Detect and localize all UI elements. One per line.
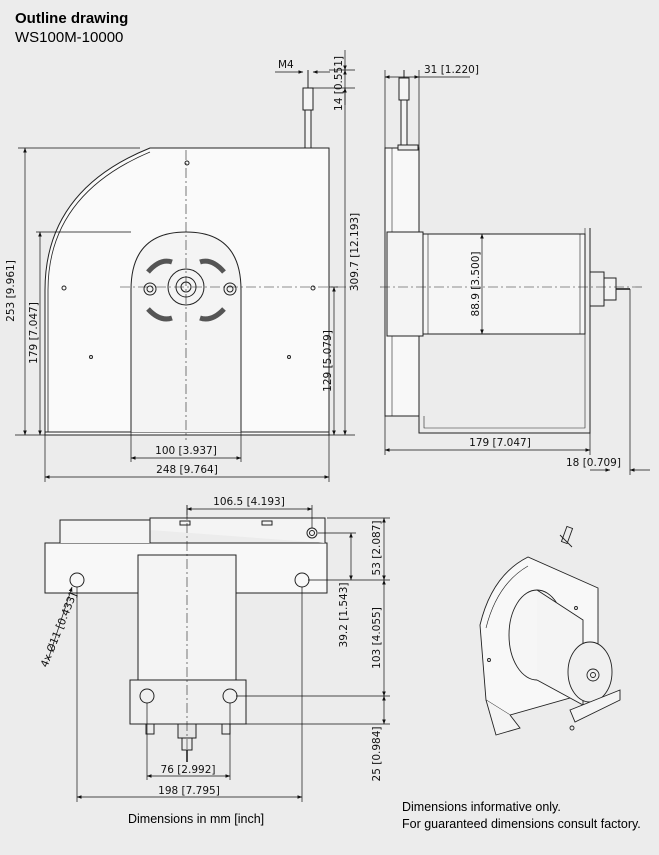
top-view [44, 505, 328, 762]
top-dimension-lines [47, 505, 390, 802]
dim-hole-diameter: 4x Ø11 [0.433] [39, 591, 80, 669]
dim-overall-height: 309.7 [12.193] [349, 213, 361, 291]
front-view [44, 70, 350, 440]
dim-overall-depth: 179 [7.047] [469, 437, 531, 449]
dim-foot-spacing: 76 [2.992] [161, 764, 216, 776]
dim-mount-spacing: 198 [7.795] [158, 785, 220, 797]
side-dimension-lines [384, 70, 650, 475]
dim-overall-width: 248 [9.764] [156, 464, 218, 476]
informative-note: Dimensions informative only. [402, 800, 561, 814]
dim-hole-offset: 106.5 [4.193] [213, 496, 285, 508]
dim-arc-height: 179 [7.047] [28, 302, 40, 364]
dim-plate-thickness: 31 [1.220] [424, 64, 479, 76]
dim-drum-diameter: 88.9 [3.500] [470, 252, 482, 317]
model-number: WS100M-10000 [15, 29, 124, 46]
dim-offset-25: 25 [0.984] [371, 727, 383, 782]
consult-factory-note: For guaranteed dimensions consult factor… [402, 817, 641, 831]
dim-offset-39: 39.2 [1.543] [338, 583, 350, 648]
front-dimension-lines [15, 50, 355, 482]
dim-thread-label: M4 [278, 59, 294, 71]
dim-housing-height: 253 [9.961] [5, 260, 17, 322]
dim-connector: 18 [0.709] [566, 457, 621, 469]
dim-axis-height: 129 [5.079] [322, 330, 334, 392]
dim-offset-103: 103 [4.055] [371, 607, 383, 669]
dim-thread-height: 14 [0.551] [333, 56, 345, 111]
dim-offset-53: 53 [2.087] [371, 521, 383, 576]
side-view [380, 70, 645, 434]
dim-bracket-width: 100 [3.937] [155, 445, 217, 457]
units-note: Dimensions in mm [inch] [128, 812, 265, 826]
drawing-title: Outline drawing [15, 10, 129, 27]
isometric-view [479, 525, 621, 736]
